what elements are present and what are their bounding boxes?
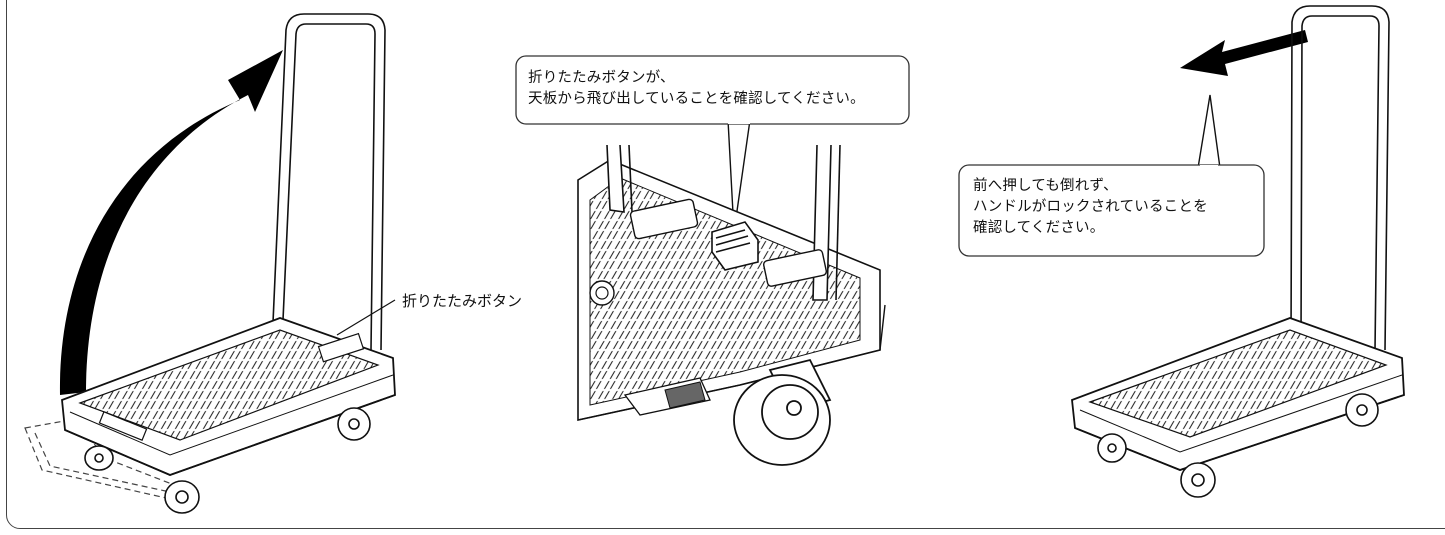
closeup-callout-line-1: 折りたたみボタンが、 <box>528 70 675 86</box>
closeup-callout-box <box>515 55 910 125</box>
locked-callout-line-1: 前へ押しても倒れず、 <box>973 178 1118 194</box>
cart-platform <box>61 317 396 476</box>
closeup-callout-text: 折りたたみボタンが、 天板から飛び出していることを確認してください。 <box>528 68 865 110</box>
panel-3-locked <box>1071 5 1405 498</box>
folding-button-label: 折りたたみボタン <box>402 292 523 310</box>
panel-1-unfolding <box>24 13 396 514</box>
button-leader-line <box>336 299 396 336</box>
closeup-callout-line-2: 天板から飛び出していることを確認してください。 <box>528 91 865 107</box>
locked-callout-pointer <box>1197 94 1221 169</box>
panel-2-closeup <box>577 119 886 466</box>
closeup-wheel <box>733 358 832 466</box>
locked-callout-line-3: 確認してください。 <box>973 220 1105 236</box>
folding-button-closeup <box>711 221 759 271</box>
locked-callout-line-2: ハンドルがロックされていることを <box>973 199 1208 215</box>
rotate-up-arrow <box>59 50 284 395</box>
wheels <box>84 407 371 514</box>
figure-frame <box>6 0 1445 529</box>
locked-callout-box <box>958 164 1265 257</box>
push-forward-arrow <box>1180 30 1308 76</box>
locked-callout-text: 前へ押しても倒れず、 ハンドルがロックされていることを 確認してください。 <box>973 176 1208 239</box>
handle-locked <box>1290 5 1390 351</box>
handle <box>271 13 386 351</box>
